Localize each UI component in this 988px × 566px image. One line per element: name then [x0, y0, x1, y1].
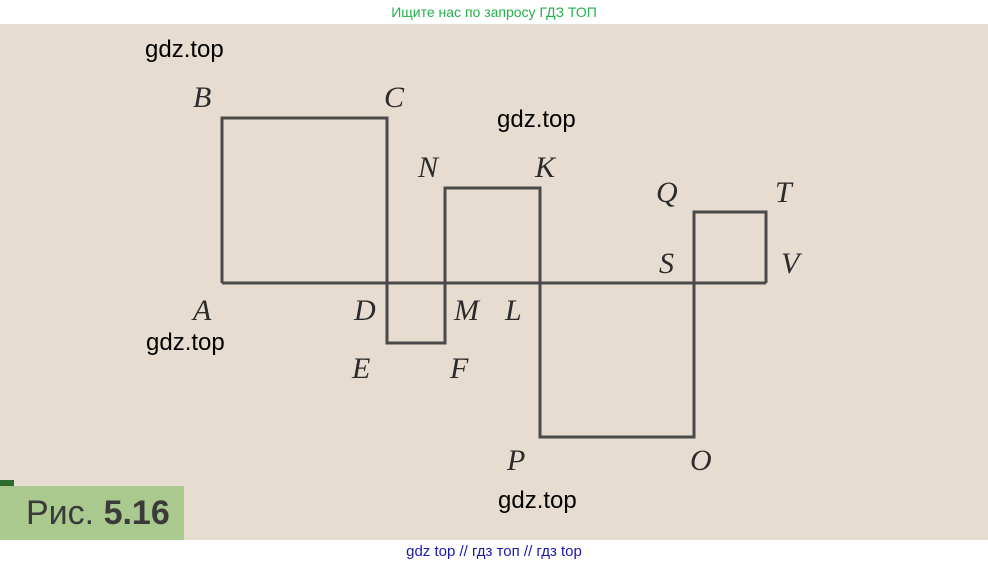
square-sqtv — [692, 210, 768, 283]
rectangle-defm — [385, 283, 447, 345]
watermark-left: gdz.top — [146, 329, 225, 356]
point-label-o: O — [690, 444, 712, 477]
rectangle-mnkl — [443, 186, 542, 283]
point-label-p: P — [506, 444, 525, 477]
diagram-lines — [220, 116, 768, 439]
point-label-s: S — [659, 247, 674, 280]
watermark-bottom: gdz.top — [498, 487, 577, 514]
point-label-e: E — [351, 352, 370, 385]
point-label-n: N — [417, 151, 440, 184]
point-label-m: M — [453, 294, 481, 327]
watermark-top-left: gdz.top — [145, 36, 224, 63]
geometry-diagram: B C N K Q T S V A D M L E F P O — [191, 81, 803, 477]
point-label-v: V — [781, 247, 803, 280]
figure-caption-number: 5.16 — [103, 494, 170, 532]
point-label-k: K — [534, 151, 557, 184]
point-label-q: Q — [656, 176, 678, 209]
top-banner: Ищите нас по запросу ГДЗ ТОП — [391, 4, 597, 20]
bottom-banner: gdz top // гдз топ // гдз top — [406, 543, 582, 560]
point-label-b: B — [193, 81, 211, 114]
watermark-center: gdz.top — [497, 106, 576, 133]
figure-caption: Рис. 5.16 — [0, 486, 184, 540]
point-label-a: A — [191, 294, 212, 327]
square-abcd — [220, 116, 389, 283]
textbook-photo: B C N K Q T S V A D M L E F P O Рис. 5.1… — [0, 24, 988, 540]
figure-caption-prefix: Рис. — [26, 494, 95, 532]
rectangle-lpos — [538, 283, 696, 439]
point-label-l: L — [504, 294, 522, 327]
point-label-t: T — [775, 176, 794, 209]
point-label-c: C — [384, 81, 405, 114]
point-labels: B C N K Q T S V A D M L E F P O — [191, 81, 803, 477]
point-label-d: D — [353, 294, 376, 327]
point-label-f: F — [449, 352, 469, 385]
